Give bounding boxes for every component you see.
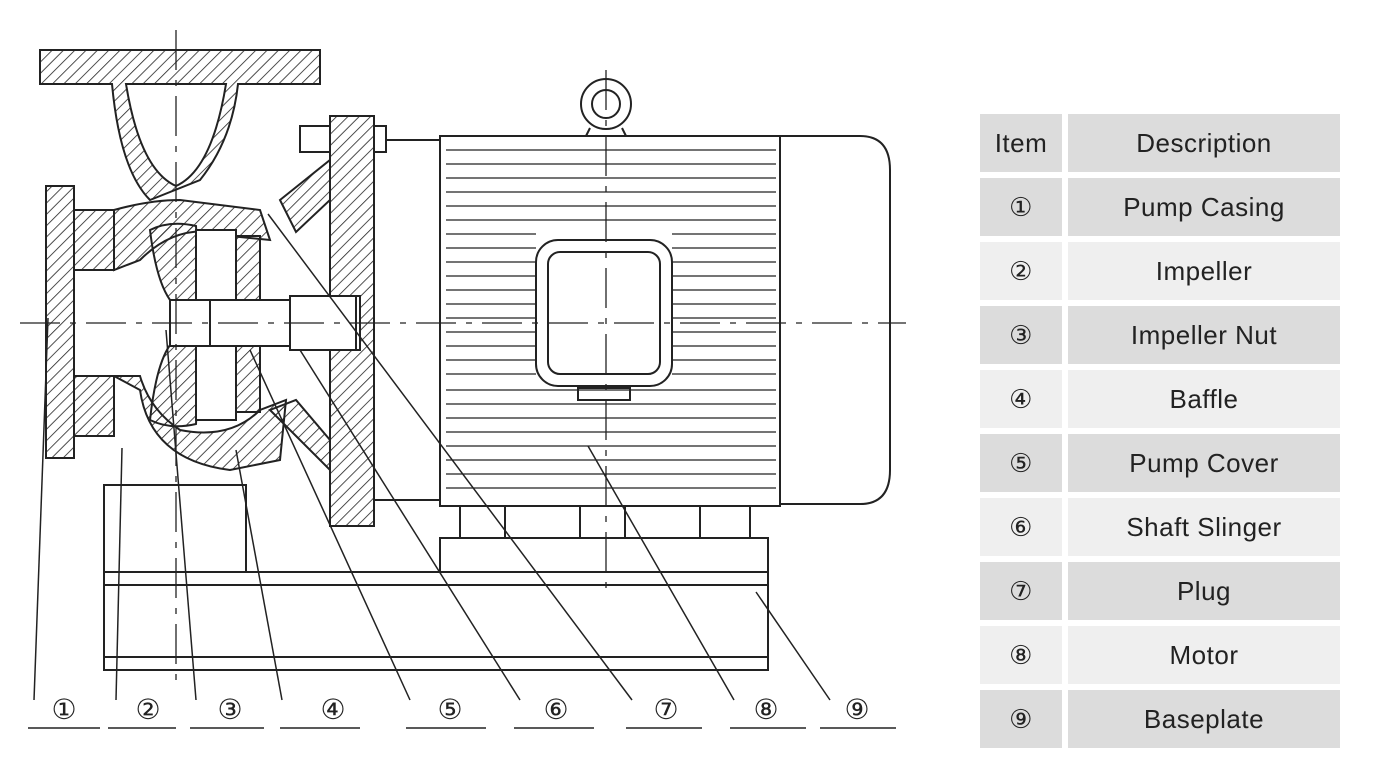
table-row: ④ Baffle	[980, 370, 1340, 428]
table-row: ① Pump Casing	[980, 178, 1340, 236]
row-description: Impeller	[1068, 242, 1340, 300]
row-item: ⑥	[980, 498, 1062, 556]
callout-2: ②	[135, 694, 160, 725]
callout-4: ④	[320, 694, 345, 725]
row-description: Plug	[1068, 562, 1340, 620]
center-lines	[20, 30, 906, 690]
pump-cross-section-diagram: ① ② ③ ④ ⑤ ⑥ ⑦ ⑧ ⑨	[20, 30, 906, 729]
table-row: ⑨ Baseplate	[980, 690, 1340, 748]
row-description: Pump Casing	[1068, 178, 1340, 236]
table-row: ③ Impeller Nut	[980, 306, 1340, 364]
parts-table: Item Description ① Pump Casing ② Impelle…	[974, 108, 1346, 754]
motor	[373, 78, 891, 539]
row-item: ②	[980, 242, 1062, 300]
row-item: ⑨	[980, 690, 1062, 748]
table-row: ⑥ Shaft Slinger	[980, 498, 1340, 556]
callout-8: ⑧	[753, 694, 778, 725]
row-item: ⑧	[980, 626, 1062, 684]
callout-3: ③	[217, 694, 242, 725]
row-item: ⑦	[980, 562, 1062, 620]
header-item: Item	[980, 114, 1062, 172]
header-description: Description	[1068, 114, 1340, 172]
callout-1: ①	[51, 694, 76, 725]
callout-6: ⑥	[543, 694, 568, 725]
callout-5: ⑤	[437, 694, 462, 725]
row-item: ⑤	[980, 434, 1062, 492]
table-row: ⑤ Pump Cover	[980, 434, 1340, 492]
leader-lines	[28, 213, 896, 729]
table-row: ② Impeller	[980, 242, 1340, 300]
row-description: Pump Cover	[1068, 434, 1340, 492]
row-description: Impeller Nut	[1068, 306, 1340, 364]
row-description: Motor	[1068, 626, 1340, 684]
callout-9: ⑨	[844, 694, 869, 725]
baseplate	[103, 484, 769, 671]
table-row: ⑦ Plug	[980, 562, 1340, 620]
callout-numbers: ① ② ③ ④ ⑤ ⑥ ⑦ ⑧ ⑨	[51, 694, 869, 725]
table-row: ⑧ Motor	[980, 626, 1340, 684]
row-item: ③	[980, 306, 1062, 364]
motor-cooling-fins	[446, 149, 776, 489]
callout-7: ⑦	[653, 694, 678, 725]
row-description: Baffle	[1068, 370, 1340, 428]
row-description: Baseplate	[1068, 690, 1340, 748]
row-description: Shaft Slinger	[1068, 498, 1340, 556]
table-header-row: Item Description	[980, 114, 1340, 172]
row-item: ④	[980, 370, 1062, 428]
row-item: ①	[980, 178, 1062, 236]
